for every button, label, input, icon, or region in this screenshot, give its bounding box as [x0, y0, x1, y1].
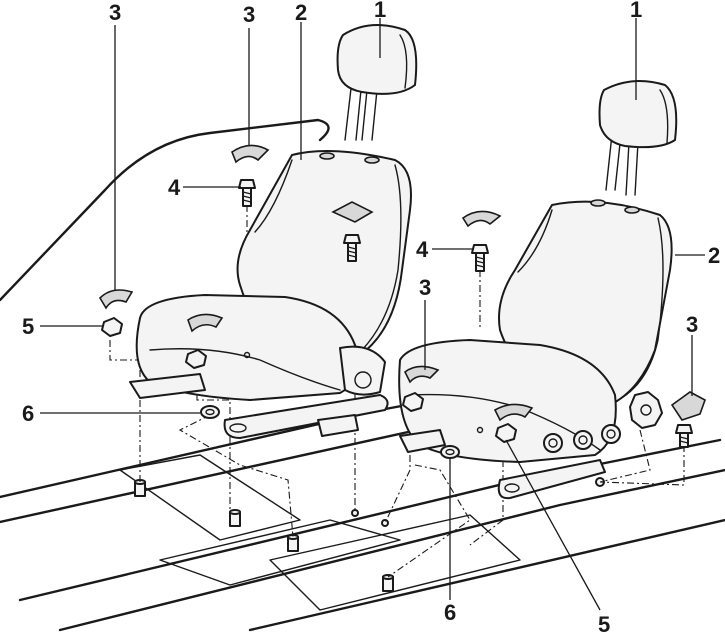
- nut-cushion-left: [185, 349, 207, 369]
- headrest-right: [598, 80, 678, 196]
- leader-lines: [40, 18, 705, 611]
- callout-washer-bottom: 6: [444, 600, 456, 625]
- trim-panel-outline: [0, 118, 330, 302]
- callout-bolt-left: 4: [168, 175, 181, 200]
- callout-cover-top-left: 3: [109, 0, 121, 25]
- cover-left: [98, 289, 134, 310]
- callout-cover-far-right: 3: [686, 312, 698, 337]
- cover-top-right: [461, 210, 502, 228]
- cover-on-cushion-left: [187, 313, 224, 333]
- floor-stud: [381, 519, 389, 527]
- cover-mid-right: [403, 365, 440, 384]
- callout-cover-top-mid: 3: [243, 2, 255, 27]
- bolt-left: [238, 179, 256, 207]
- cover-far-right: [670, 391, 706, 421]
- callout-nut-left: 5: [22, 314, 34, 339]
- seat-left: [129, 24, 418, 439]
- callout-cover-mid-right: 3: [419, 275, 431, 300]
- nut-left: [101, 317, 123, 337]
- washer-left: [200, 405, 220, 419]
- headrest-left: [336, 24, 418, 141]
- callout-bolt-right: 4: [416, 237, 429, 262]
- callout-headrest-left: 1: [374, 0, 386, 22]
- floor-stud: [229, 509, 241, 527]
- recliner-knob: [629, 391, 663, 429]
- callout-seat-left: 2: [295, 0, 307, 25]
- bolt-right: [471, 244, 489, 272]
- cover-top-mid: [231, 144, 270, 164]
- seatback-belt-guide: [331, 201, 374, 223]
- floor-stud: [351, 509, 359, 517]
- nut-bottom: [495, 423, 517, 443]
- floor-stud: [134, 479, 146, 497]
- callout-labels: 1 1 2 2 3 3 3 3 4 4 5 5 6 6: [22, 0, 720, 637]
- bolt-far-right: [675, 424, 693, 448]
- callout-washer-left: 6: [22, 401, 34, 426]
- seat-right: [398, 80, 678, 500]
- floor-studs: [134, 477, 605, 592]
- washer-bottom: [440, 445, 460, 459]
- callout-nut-bottom: 5: [598, 612, 610, 637]
- nuts: [101, 317, 517, 443]
- bolts: [238, 179, 693, 448]
- cover-on-cushion-right: [493, 403, 534, 422]
- callout-seat-right: 2: [708, 243, 720, 268]
- bolt-mid: [343, 234, 361, 262]
- nut-right-front: [402, 392, 424, 412]
- loose-covers: [98, 144, 706, 421]
- callout-headrest-right: 1: [630, 0, 642, 22]
- floor-stud: [287, 534, 299, 552]
- floor-stud: [382, 574, 394, 592]
